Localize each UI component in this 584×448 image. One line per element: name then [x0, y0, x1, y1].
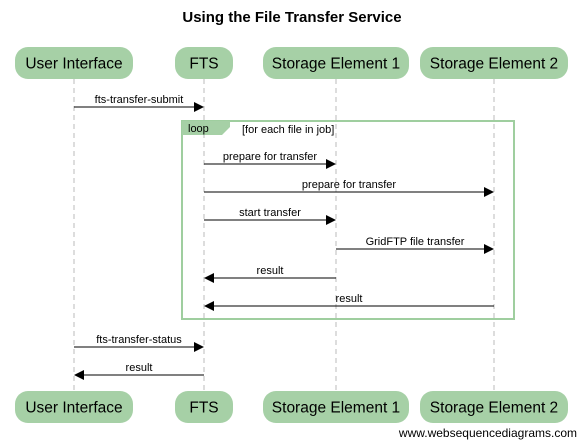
participant-fts-bottom: FTS [175, 391, 233, 423]
arrowhead-icon [204, 301, 214, 311]
participant-fts-top: FTS [175, 47, 233, 79]
loop-keyword: loop [188, 123, 209, 135]
participant-label: User Interface [25, 56, 122, 73]
loop-frame-tab [182, 121, 230, 135]
participant-ui-top: User Interface [15, 47, 133, 79]
message-arrow: result [204, 265, 336, 283]
participant-label: FTS [189, 56, 218, 73]
message-label: fts-transfer-status [96, 334, 182, 346]
message-label: result [257, 265, 284, 277]
participant-se1-bottom: Storage Element 1 [263, 391, 409, 423]
loop-frame: loop [for each file in job] [181, 120, 515, 320]
watermark-link[interactable]: www.websequencediagrams.com [398, 426, 577, 440]
message-label: fts-transfer-submit [95, 94, 184, 106]
arrowhead-icon [74, 370, 84, 380]
participant-box [175, 47, 233, 79]
participant-label: FTS [189, 400, 218, 417]
message-arrow: fts-transfer-status [74, 334, 204, 352]
diagram-title: Using the File Transfer Service [182, 9, 402, 26]
message-arrow: start transfer [204, 207, 336, 225]
message-label: prepare for transfer [302, 179, 396, 191]
participant-box [263, 47, 409, 79]
participant-label: Storage Element 2 [430, 56, 558, 73]
participant-ui-bottom: User Interface [15, 391, 133, 423]
participant-label: Storage Element 2 [430, 400, 558, 417]
arrowhead-icon [326, 215, 336, 225]
arrowhead-icon [204, 273, 214, 283]
message-label: GridFTP file transfer [366, 236, 465, 248]
participant-label: User Interface [25, 400, 122, 417]
message-label: result [336, 293, 363, 305]
message-label: result [126, 362, 153, 374]
arrowhead-icon [194, 342, 204, 352]
participant-box [175, 391, 233, 423]
arrowhead-icon [484, 187, 494, 197]
message-arrow: result [74, 362, 204, 380]
message-arrow: prepare for transfer [204, 151, 336, 169]
participant-label: Storage Element 1 [272, 56, 400, 73]
participant-box [15, 391, 133, 423]
participant-se2-bottom: Storage Element 2 [420, 391, 568, 423]
arrowhead-icon [194, 102, 204, 112]
message-arrow: GridFTP file transfer [336, 236, 494, 254]
message-label: prepare for transfer [223, 151, 317, 163]
message-arrow: result [204, 293, 494, 311]
participant-label: Storage Element 1 [272, 400, 400, 417]
message-arrow: prepare for transfer [204, 179, 494, 197]
participant-se2-top: Storage Element 2 [420, 47, 568, 79]
message-label: start transfer [239, 207, 301, 219]
loop-condition: [for each file in job] [242, 124, 334, 136]
arrowhead-icon [326, 159, 336, 169]
participant-se1-top: Storage Element 1 [263, 47, 409, 79]
participant-box [15, 47, 133, 79]
arrowhead-icon [484, 244, 494, 254]
participant-box [263, 391, 409, 423]
participant-box [420, 391, 568, 423]
participant-box [420, 47, 568, 79]
loop-frame-border [181, 120, 515, 320]
message-arrow: fts-transfer-submit [74, 94, 204, 112]
